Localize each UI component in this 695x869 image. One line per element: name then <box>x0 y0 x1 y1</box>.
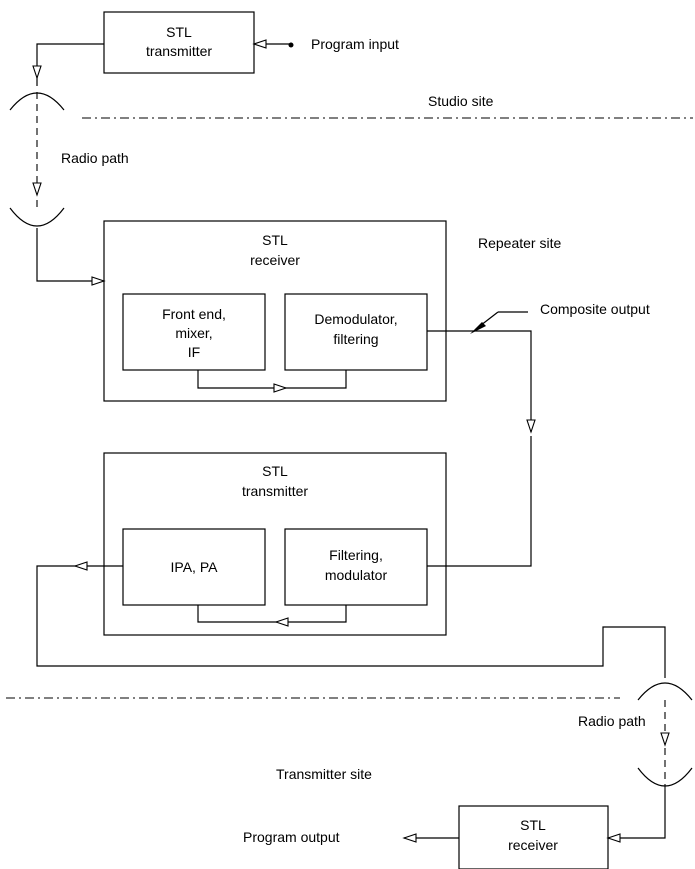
final-rx-label-2: receiver <box>508 837 558 853</box>
studio-site-label: Studio site <box>428 93 494 109</box>
front-end-label-2: mixer, <box>175 325 212 341</box>
composite-output-label: Composite output <box>540 301 650 317</box>
ipa-to-antenna-wire <box>36 565 666 678</box>
composite-to-modulator-wire <box>427 436 532 567</box>
repeater-rx-antenna-icon <box>9 207 65 227</box>
studio-stl-transmitter-box <box>103 11 255 74</box>
repeater-rx-feed-arrow <box>91 276 106 286</box>
filtering-label-1: Filtering, <box>329 547 383 563</box>
front-end-label-3: IF <box>188 344 200 360</box>
final-rx-feed-arrow <box>606 833 621 843</box>
final-rx-label-1: STL <box>520 817 546 833</box>
filtering-label-2: modulator <box>325 567 388 583</box>
repeater-stl-transmitter-box <box>103 452 447 636</box>
repeater-tx-antenna-icon <box>637 682 693 701</box>
radio-path-1-arrow <box>32 182 42 197</box>
transmitter-site-antenna-icon <box>637 767 693 787</box>
demodulator-label-2: filtering <box>333 331 378 347</box>
composite-output-arrow <box>526 419 536 434</box>
demodulator-label-1: Demodulator, <box>314 311 397 327</box>
front-end-label-1: Front end, <box>162 306 226 322</box>
program-output-arrow <box>402 833 417 843</box>
final-rx-feed <box>608 790 666 839</box>
program-input-terminal <box>288 42 294 48</box>
modulator-to-ipa-arrow <box>274 617 289 627</box>
modulator-to-ipa-wire <box>197 605 347 623</box>
ipa-pa-label: IPA, PA <box>171 559 219 575</box>
studio-tx-label-2: transmitter <box>146 43 212 59</box>
repeater-rx-label-2: receiver <box>250 252 300 268</box>
front-end-box <box>122 293 266 371</box>
radio-path-1-label: Radio path <box>61 150 129 166</box>
studio-antenna-feed <box>36 43 104 86</box>
repeater-rx-label-1: STL <box>262 232 288 248</box>
repeater-tx-label-2: transmitter <box>242 483 308 499</box>
studio-tx-label-1: STL <box>166 24 192 40</box>
transmitter-site-label: Transmitter site <box>276 766 372 782</box>
radio-path-2-arrow <box>660 732 670 747</box>
composite-output-pointer <box>470 322 486 334</box>
ipa-pa-box <box>122 528 266 606</box>
program-input-arrow <box>252 39 267 49</box>
frontend-to-demod-arrow <box>273 383 288 393</box>
program-input-label: Program input <box>311 36 399 52</box>
radio-path-2-label: Radio path <box>578 713 646 729</box>
studio-feed-arrow <box>32 65 42 80</box>
filtering-modulator-box <box>284 528 428 606</box>
repeater-stl-receiver-box <box>103 220 447 402</box>
program-output-label: Program output <box>243 829 340 845</box>
repeater-site-label: Repeater site <box>478 235 561 251</box>
repeater-tx-label-1: STL <box>262 463 288 479</box>
ipa-output-arrow <box>73 561 88 571</box>
demodulator-box <box>284 293 428 371</box>
repeater-rx-feed <box>36 228 104 282</box>
composite-output-wire <box>427 330 532 432</box>
frontend-to-demod-wire <box>197 370 347 389</box>
